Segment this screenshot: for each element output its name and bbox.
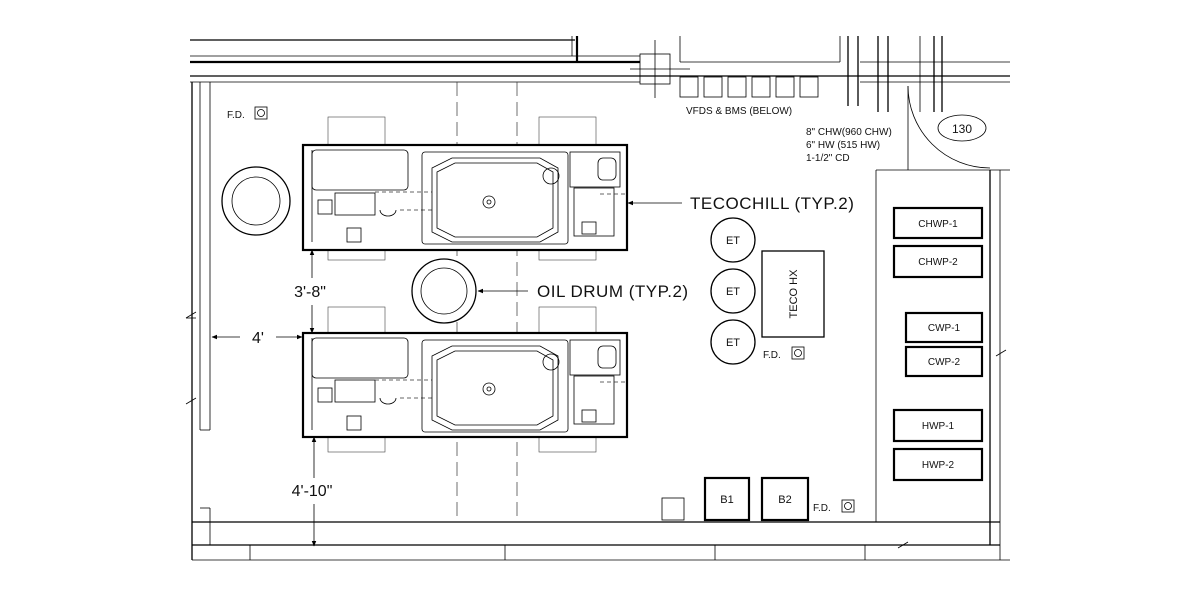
pump-chwp-1: CHWP-1 xyxy=(892,206,984,240)
boiler-b2: B2 xyxy=(760,476,810,522)
vfd-note: VFDS & BMS (BELOW) xyxy=(686,106,792,117)
dimension-side-clearance: 4' xyxy=(211,330,303,347)
side-clearance-dimension: 4' xyxy=(252,330,264,347)
room-number: 130 xyxy=(952,122,972,136)
floor-drain-3: F.D. xyxy=(813,499,855,514)
chiller-callout-text: TECOCHILL (TYP.2) xyxy=(690,194,854,213)
pump-chwp-2: CHWP-2 xyxy=(892,244,984,279)
svg-text:CHWP-2: CHWP-2 xyxy=(918,257,958,268)
walls xyxy=(185,36,1010,561)
svg-text:B2: B2 xyxy=(778,494,791,506)
pump-hwp-2: HWP-2 xyxy=(892,447,984,482)
svg-text:HWP-2: HWP-2 xyxy=(922,460,955,471)
floor-drain-2: F.D. xyxy=(763,346,805,361)
svg-text:CHWP-1: CHWP-1 xyxy=(918,219,958,230)
small-equipment-pad xyxy=(661,497,685,521)
svg-text:F.D.: F.D. xyxy=(813,503,831,514)
pipe-notes: 8" CHW(960 CHW) 6" HW (515 HW) 1-1/2" CD xyxy=(806,127,892,164)
dimension-between-chillers: 3'-8" xyxy=(294,249,326,334)
heat-exchanger-label: TECO HX xyxy=(788,269,800,319)
floor-drain-1: F.D. xyxy=(227,106,268,121)
svg-text:ET: ET xyxy=(726,286,740,298)
oil-drum-callout-text: OIL DRUM (TYP.2) xyxy=(537,282,689,301)
vfd-bms-panels: VFDS & BMS (BELOW) xyxy=(679,76,819,117)
pipe-risers xyxy=(847,36,943,112)
pump-hwp-1: HWP-1 xyxy=(892,408,984,443)
svg-text:HWP-1: HWP-1 xyxy=(922,421,955,432)
pipe-note-chw: 8" CHW(960 CHW) xyxy=(806,127,892,138)
round-tank xyxy=(221,166,291,236)
svg-text:ET: ET xyxy=(726,337,740,349)
teco-heat-exchanger: TECO HX xyxy=(761,250,825,338)
svg-text:F.D.: F.D. xyxy=(227,110,245,121)
pipe-note-hw: 6" HW (515 HW) xyxy=(806,140,880,151)
svg-text:CWP-2: CWP-2 xyxy=(928,357,961,368)
between-chillers-dimension: 3'-8" xyxy=(294,284,326,301)
tecochill-1 xyxy=(301,143,629,252)
chiller-callout: TECOCHILL (TYP.2) xyxy=(627,194,854,213)
expansion-tank-3: ET xyxy=(710,319,756,365)
svg-text:ET: ET xyxy=(726,235,740,247)
tecochill-2 xyxy=(301,331,629,439)
room-tag: 130 xyxy=(937,114,987,142)
boiler-b1: B1 xyxy=(703,476,751,522)
expansion-tank-2: ET xyxy=(710,268,756,314)
svg-text:F.D.: F.D. xyxy=(763,350,781,361)
svg-text:B1: B1 xyxy=(720,494,733,506)
dimension-bottom-clearance: 4'-10" xyxy=(292,436,333,547)
pump-cwp-2: CWP-2 xyxy=(904,345,984,378)
expansion-tank-1: ET xyxy=(710,217,756,263)
svg-text:CWP-1: CWP-1 xyxy=(928,323,961,334)
pump-cwp-1: CWP-1 xyxy=(904,311,984,344)
pipe-note-cd: 1-1/2" CD xyxy=(806,153,850,164)
bottom-clearance-dimension: 4'-10" xyxy=(292,483,333,500)
oil-drum: OIL DRUM (TYP.2) xyxy=(411,258,689,324)
